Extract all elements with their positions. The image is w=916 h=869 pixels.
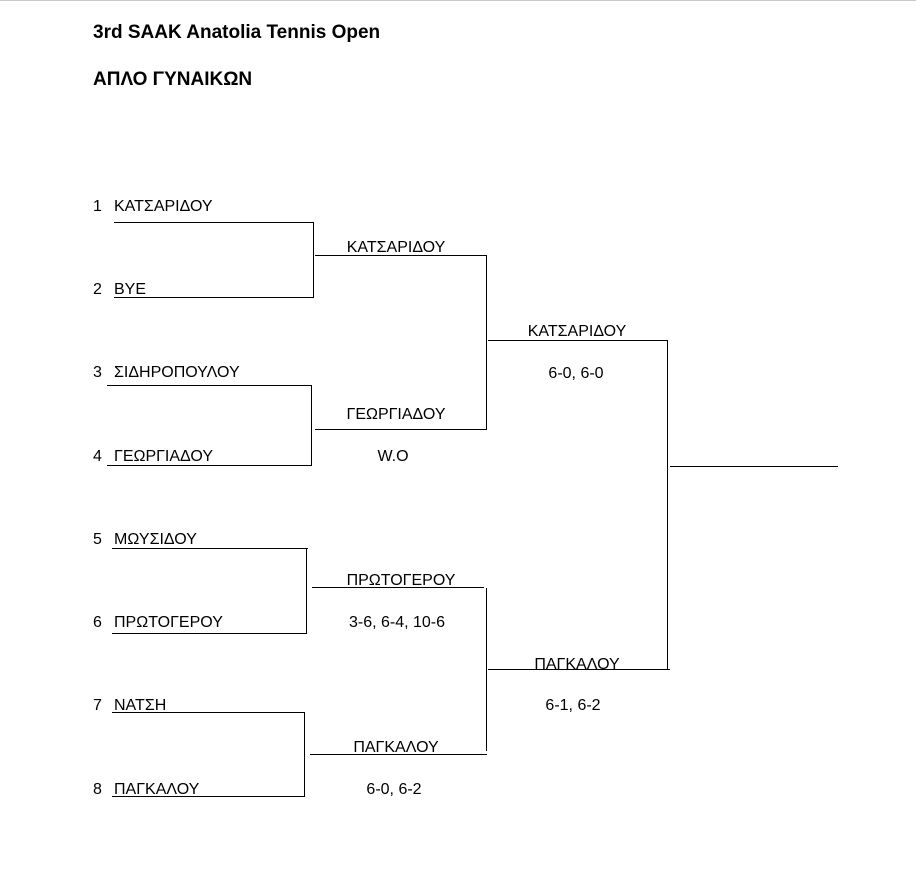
player-name: ΝΑΤΣΗ (114, 697, 167, 714)
match-score: 3-6, 6-4, 10-6 (348, 614, 446, 631)
match-score: 6-1, 6-2 (545, 697, 601, 714)
event-title: ΑΠΛΟ ΓΥΝΑΙΚΩΝ (93, 69, 253, 90)
player-name: ΠΑΓΚΑΛΟΥ (114, 781, 200, 798)
quarterfinal-winner: ΠΑΓΚΑΛΟΥ (353, 739, 439, 756)
quarterfinal-winner: ΓΕΩΡΓΙΑΔΟΥ (346, 406, 446, 423)
seed-number: 8 (93, 781, 102, 798)
bracket-line (114, 297, 314, 298)
bracket-line (107, 465, 312, 466)
seed-number: 2 (93, 281, 102, 298)
player-name: BYE (114, 281, 147, 298)
player-name: ΓΕΩΡΓΙΑΔΟΥ (114, 448, 213, 465)
bracket-line (107, 385, 312, 386)
match-score: 6-0, 6-0 (548, 365, 604, 382)
quarterfinal-winner: ΚΑΤΣΑΡΙΔΟΥ (346, 239, 446, 256)
bracket-connector (313, 222, 314, 298)
semifinal-winner: ΚΑΤΣΑΡΙΔΟΥ (527, 323, 627, 340)
seed-number: 3 (93, 364, 102, 381)
bracket-connector (306, 548, 307, 634)
player-name: ΠΡΩΤΟΓΕΡΟΥ (114, 614, 223, 631)
bracket-connector (486, 588, 487, 751)
bracket-line (315, 429, 487, 430)
bracket-line (670, 466, 838, 467)
bracket-connector (486, 255, 487, 430)
bracket-connector (304, 712, 305, 797)
seed-number: 5 (93, 531, 102, 548)
player-name: ΜΩΥΣΙΔΟΥ (114, 531, 197, 548)
match-score: W.O (377, 448, 409, 465)
bracket-connector (311, 385, 312, 466)
bracket-line (315, 255, 487, 256)
bracket-line (488, 340, 668, 341)
tournament-title: 3rd SAAK Anatolia Tennis Open (93, 22, 381, 43)
bracket-line (114, 222, 314, 223)
bracket-line (488, 669, 670, 670)
seed-number: 1 (93, 198, 102, 215)
bracket-line (112, 796, 305, 797)
seed-number: 6 (93, 614, 102, 631)
bracket-line (310, 754, 487, 755)
quarterfinal-winner: ΠΡΩΤΟΓΕΡΟΥ (346, 572, 456, 589)
semifinal-winner: ΠΑΓΚΑΛΟΥ (534, 656, 620, 673)
seed-number: 4 (93, 448, 102, 465)
page-top-border (0, 0, 916, 1)
bracket-line (112, 633, 307, 634)
bracket-line (112, 712, 304, 713)
player-name: ΣΙΔΗΡΟΠΟΥΛΟΥ (114, 364, 240, 381)
player-name: ΚΑΤΣΑΡΙΔΟΥ (114, 198, 213, 215)
match-score: 6-0, 6-2 (366, 781, 422, 798)
bracket-connector (667, 340, 668, 670)
bracket-line (112, 548, 308, 549)
seed-number: 7 (93, 697, 102, 714)
bracket-line (312, 587, 484, 588)
